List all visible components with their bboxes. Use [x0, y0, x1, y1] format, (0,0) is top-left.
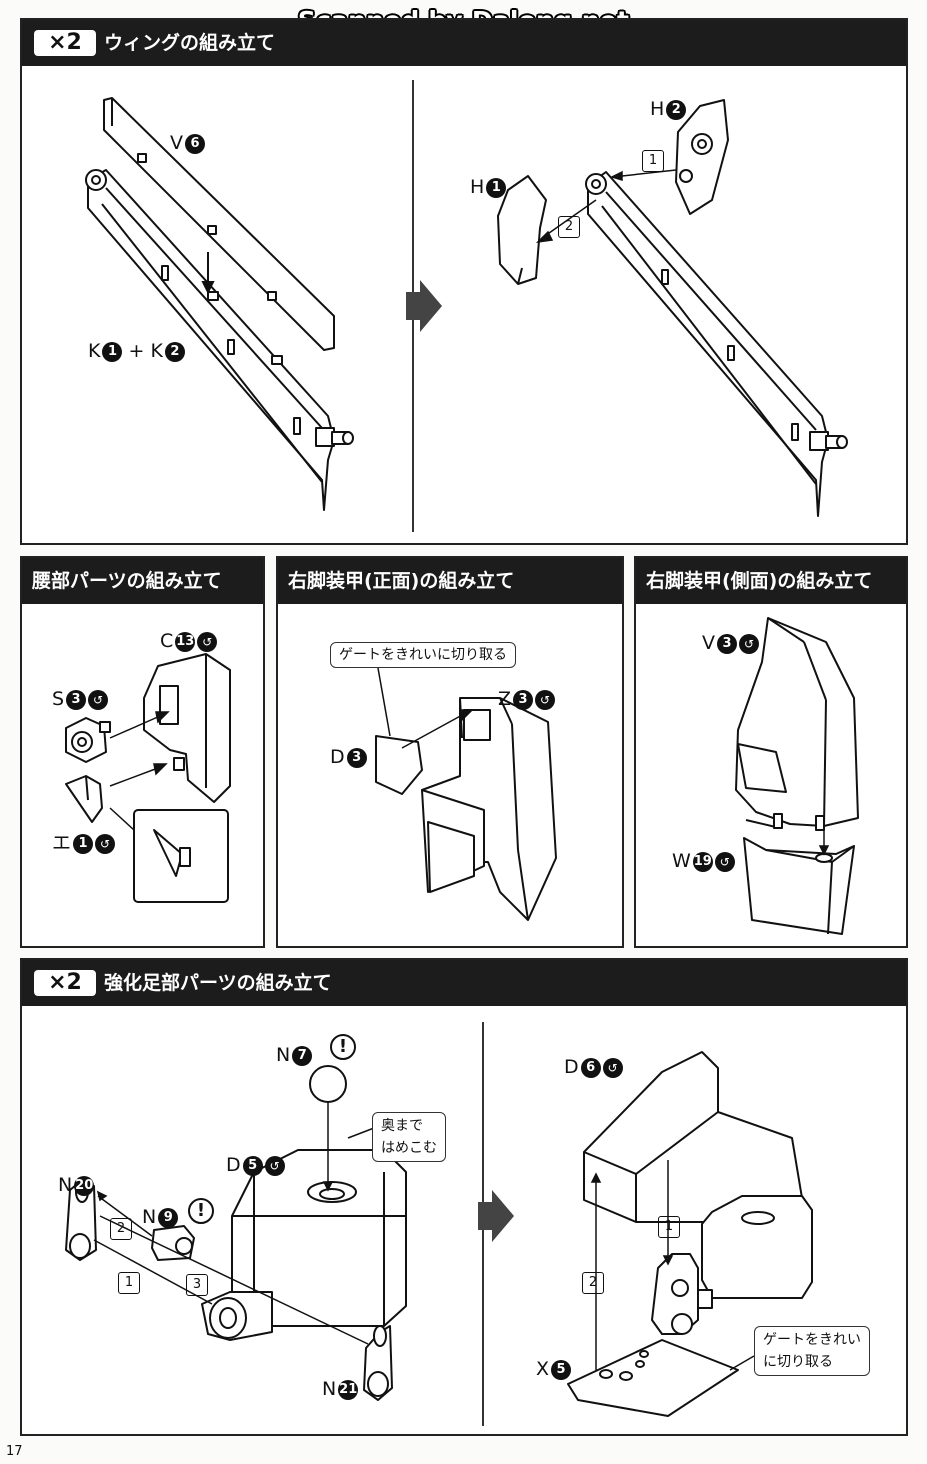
multiplier-badge: ×2	[34, 30, 96, 56]
foot-header: ×2 強化足部パーツの組み立て	[22, 960, 906, 1006]
section-title: 右脚装甲(側面)の組み立て	[646, 570, 873, 592]
step-hex-1: 1	[118, 1272, 140, 1294]
waist-header: 腰部パーツの組み立て	[22, 558, 263, 604]
wing-diagram	[85, 97, 848, 517]
waist-diagram	[65, 653, 231, 903]
gate-cut-icon: ↺	[95, 833, 116, 854]
wing-panel: ×2 ウィングの組み立て	[20, 18, 908, 545]
callout-push-in: 奥まではめこむ	[372, 1112, 446, 1162]
gate-cut-icon: ↺	[535, 689, 556, 710]
attention-icon: !	[188, 1198, 214, 1224]
attention-icon: !	[330, 1034, 356, 1060]
gate-cut-icon: ↺	[88, 689, 109, 710]
gate-cut-icon: ↺	[739, 633, 759, 654]
page-number: 17	[6, 1444, 23, 1459]
callout-gate-clean: ゲートをきれいに切り取る	[754, 1326, 870, 1376]
leg-front-diagram	[375, 667, 557, 921]
gate-cut-icon: ↺	[602, 1057, 623, 1078]
section-title: 腰部パーツの組み立て	[32, 570, 222, 592]
step-hex-2: 2	[582, 1272, 604, 1294]
leg-side-header: 右脚装甲(側面)の組み立て	[636, 558, 906, 604]
step-hex-3: 3	[186, 1274, 208, 1296]
gate-cut-icon: ↺	[264, 1155, 285, 1176]
wing-header: ×2 ウィングの組み立て	[22, 20, 906, 66]
step-hex-1: 1	[642, 150, 664, 172]
section-title: 右脚装甲(正面)の組み立て	[288, 570, 515, 592]
section-title: 強化足部パーツの組み立て	[104, 972, 332, 994]
step-hex-1: 1	[658, 1216, 680, 1238]
multiplier-badge: ×2	[34, 970, 96, 996]
callout-gate-clean: ゲートをきれいに切り取る	[330, 642, 516, 668]
foot-panel: ×2 強化足部パーツの組み立て	[20, 958, 908, 1436]
step-hex-2: 2	[558, 216, 580, 238]
gate-cut-icon: ↺	[714, 851, 735, 872]
leg-front-header: 右脚装甲(正面)の組み立て	[278, 558, 622, 604]
gate-cut-icon: ↺	[197, 631, 218, 652]
step-hex-2: 2	[110, 1218, 132, 1240]
section-title: ウィングの組み立て	[104, 32, 276, 54]
foot-diagram	[65, 1051, 813, 1417]
leg-side-diagram	[735, 617, 859, 935]
